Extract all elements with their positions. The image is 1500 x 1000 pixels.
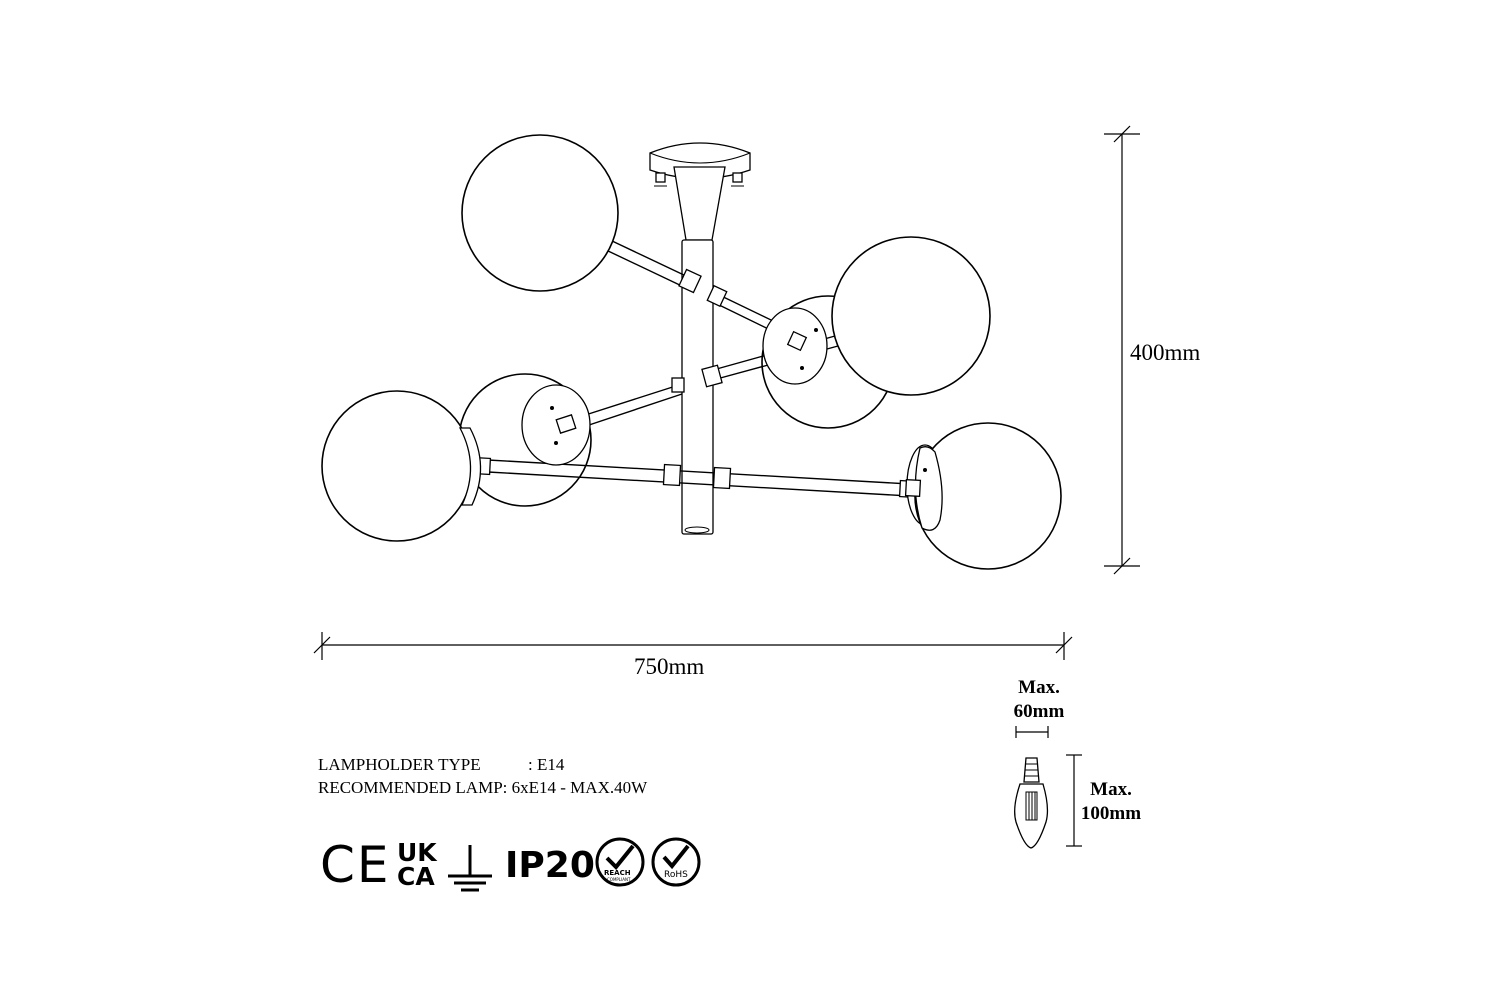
globe-top-left [461, 134, 619, 292]
ip-rating: IP20 [505, 844, 595, 886]
reach-badge-icon [595, 837, 645, 887]
rohs-label: RoHS [664, 870, 688, 880]
spec-key: RECOMMENDED LAMP [318, 778, 503, 797]
reach-sublabel: COMPLIANT [607, 877, 631, 882]
globe-front-right [831, 236, 991, 396]
spec-row-lampholder: LAMPHOLDER TYPE : E14 [318, 755, 564, 775]
candle-bulb-icon [1014, 757, 1049, 849]
bulb-diameter-label: Max. 60mm [1006, 676, 1072, 724]
bulb-length-max: Max. [1090, 779, 1132, 800]
ukca-mark: UK CA [397, 838, 437, 892]
bulb-length-value: 100mm [1080, 803, 1142, 824]
spec-value: : E14 [528, 755, 565, 774]
bulb-diameter-max: Max. [1018, 677, 1060, 698]
bulb-length-dimension [1066, 754, 1082, 847]
bulb-length-label: Max. 100mm [1076, 778, 1146, 826]
bulb-diameter-value: 60mm [1013, 701, 1065, 722]
ukca-bottom: CA [397, 862, 435, 891]
ukca-top: UK [397, 838, 437, 867]
width-label: 750mm [634, 654, 705, 679]
stem-cone [673, 166, 726, 241]
reach-label: REACH [604, 869, 631, 877]
spec-row-recommended-lamp: RECOMMENDED LAMP:: 6xE14 - MAX.40W [318, 778, 647, 798]
ce-mark: CE [320, 836, 391, 894]
bulb-diameter-dimension [1015, 726, 1049, 738]
height-label: 400mm [1130, 340, 1201, 365]
rohs-badge-icon [651, 837, 701, 887]
spec-key: LAMPHOLDER TYPE [318, 755, 481, 774]
globe-front-left [321, 390, 473, 542]
height-dimension-line [1104, 125, 1140, 575]
spec-value-recommended: : 6xE14 - MAX.40W [502, 778, 648, 797]
width-dimension-line [313, 632, 1073, 660]
ground-symbol-icon [448, 845, 492, 892]
